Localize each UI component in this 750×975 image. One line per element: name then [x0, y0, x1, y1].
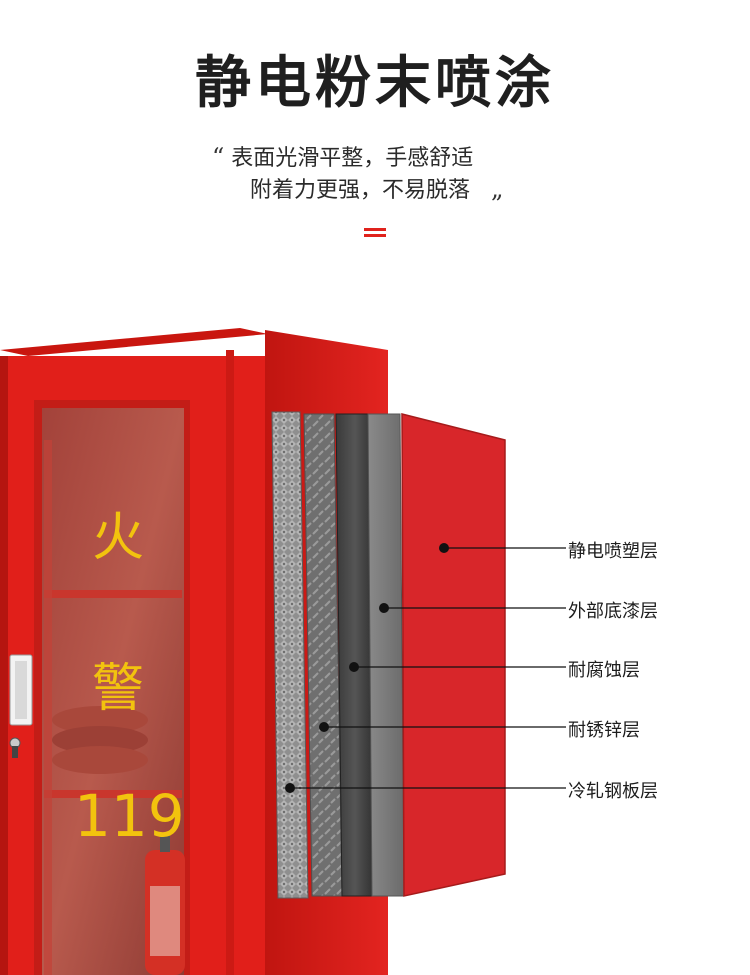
coating-layers	[271, 411, 506, 899]
cabinet-text-alarm: 警	[92, 659, 145, 719]
tagline-line-2: 附着力更强，不易脱落 „	[250, 172, 503, 204]
lock-icon	[9, 737, 21, 758]
door-handle	[9, 654, 33, 726]
open-quote-mark: “	[212, 143, 225, 171]
layer-label-zinc: 耐锈锌层	[568, 720, 640, 741]
tagline-text-1: 表面光滑平整，手感舒适	[231, 146, 474, 171]
layer-label-anti-corrosion: 耐腐蚀层	[568, 660, 640, 681]
callout-lines	[285, 543, 566, 793]
layer-powder-coating	[401, 413, 506, 897]
hose-coil-3	[52, 746, 148, 774]
layer-label-steel: 冷轧钢板层	[568, 781, 658, 802]
cabinet-left-seam	[0, 356, 8, 975]
door-window	[34, 400, 190, 975]
hose-coil-2	[52, 726, 148, 754]
accent-divider-top	[364, 228, 386, 231]
extinguisher-valve	[160, 836, 170, 852]
layer-label-powder-coating: 静电喷塑层	[568, 541, 658, 562]
layer-cold-rolled-steel	[271, 411, 309, 899]
inner-post	[44, 440, 52, 975]
layer-primer	[367, 413, 405, 897]
cabinet-text-number: 119	[74, 782, 185, 850]
page-title: 静电粉末喷涂	[195, 51, 555, 116]
cabinet-top-edge	[0, 328, 268, 356]
hose-coil-1	[52, 706, 148, 734]
cabinet-text-fire: 火	[92, 508, 145, 568]
inner-shelf-2	[44, 790, 182, 798]
close-quote-mark: „	[491, 175, 504, 203]
tagline-text-2: 附着力更强，不易脱落	[250, 178, 471, 203]
extinguisher-label	[150, 886, 180, 956]
accent-divider-bottom	[364, 234, 386, 237]
layer-label-primer: 外部底漆层	[568, 601, 658, 622]
inner-shelf-1	[44, 590, 182, 598]
cabinet-door-seam	[226, 350, 234, 975]
tagline-line-1: “ 表面光滑平整，手感舒适	[212, 140, 473, 172]
